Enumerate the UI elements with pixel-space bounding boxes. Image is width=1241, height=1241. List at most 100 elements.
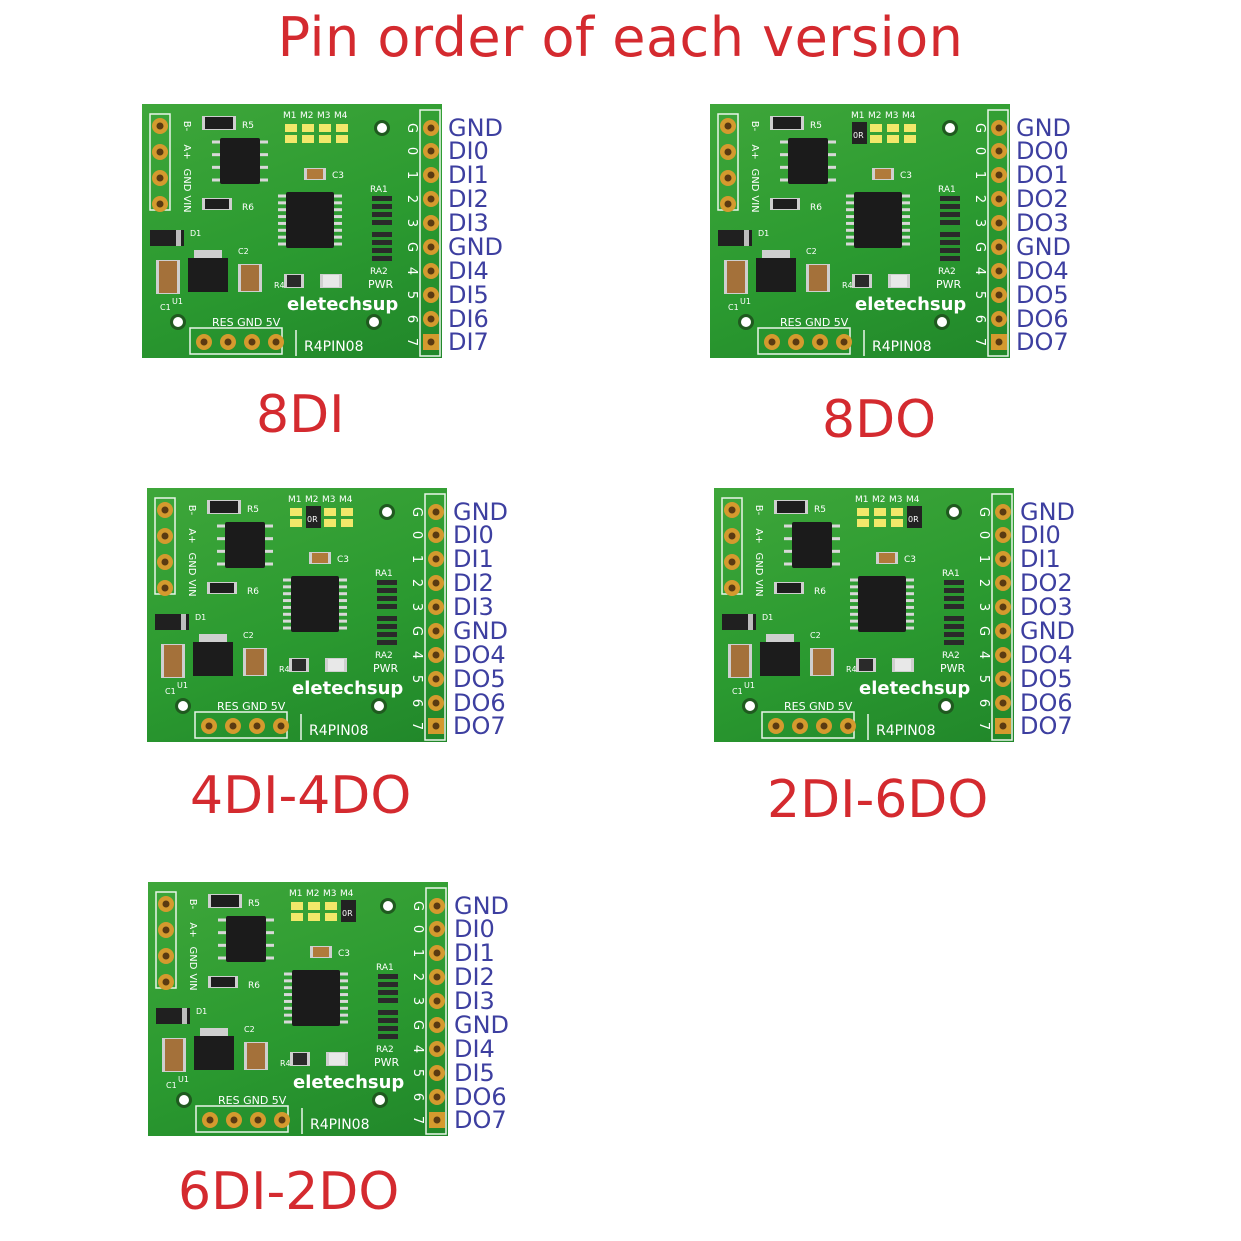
bottom-header-label: RES GND 5V [780, 316, 849, 329]
ldr-label: M2 [868, 111, 882, 121]
zero-ohm-resistor [306, 506, 321, 528]
resistor-array [944, 632, 964, 637]
brand-label: eletechsup [859, 678, 970, 699]
zero-ohm-label: 0R [908, 515, 919, 524]
mcu-chip [286, 192, 334, 248]
pin-label: DO5 [1016, 281, 1069, 309]
rs485-chip [226, 916, 266, 962]
resistor-array [944, 596, 964, 601]
resistor-array [378, 1018, 398, 1023]
left-header-label: B- [186, 505, 197, 516]
left-header-label: A+ [181, 144, 192, 159]
pin-label: DI4 [448, 257, 489, 285]
label-u1: U1 [178, 1075, 189, 1084]
pin-label: DO2 [1020, 569, 1073, 597]
right-pin-number: 7 [972, 338, 987, 346]
pin-label: GND [453, 617, 509, 645]
diode-d1 [156, 1008, 190, 1024]
ldr-pad [291, 902, 303, 910]
ldr-pad [325, 902, 337, 910]
right-pin-number: G [409, 626, 424, 636]
pin-label: DO7 [1016, 328, 1069, 356]
zero-ohm-resistor [907, 506, 922, 528]
left-header-label: GND [749, 169, 760, 192]
resistor-array [377, 604, 397, 609]
left-header-label: VIN [186, 579, 197, 596]
pin-label: DI1 [453, 545, 494, 573]
label-c1: C1 [160, 303, 171, 312]
right-pin-number: 1 [409, 555, 424, 563]
ldr-pad [857, 508, 869, 516]
ldr-label: M2 [300, 111, 314, 121]
pin-label: DI2 [448, 185, 489, 213]
label-ra2: RA2 [370, 267, 388, 277]
right-pin-number: 5 [976, 675, 991, 683]
variant-label: 4DI-4DO [190, 766, 412, 826]
pin-label: DO4 [1016, 257, 1069, 285]
label-c3: C3 [332, 171, 344, 181]
variant-label: 6DI-2DO [178, 1162, 400, 1222]
resistor-array [940, 204, 960, 209]
regulator-u1 [756, 258, 796, 292]
pin-label: DO1 [1016, 161, 1069, 189]
pin-label: DO2 [1016, 185, 1069, 213]
right-pin-number: 1 [976, 555, 991, 563]
label-u1: U1 [740, 297, 751, 306]
ldr-pad [891, 508, 903, 516]
bottom-header-label: RES GND 5V [784, 700, 853, 713]
label-d1: D1 [196, 1007, 207, 1016]
right-pin-number: 3 [972, 219, 987, 227]
label-ra1: RA1 [376, 963, 394, 973]
ldr-pad [285, 124, 297, 132]
ldr-pad [887, 124, 899, 132]
resistor-array [377, 596, 397, 601]
resistor-array [378, 1010, 398, 1015]
pin-label: DI3 [453, 593, 494, 621]
label-r6: R6 [814, 587, 826, 597]
label-r5: R5 [248, 899, 260, 909]
right-pin-number: 4 [972, 267, 987, 275]
pin-label: DO6 [1016, 305, 1069, 333]
pin-label: DO7 [1020, 712, 1073, 740]
rs485-chip [220, 138, 260, 184]
rs485-chip [792, 522, 832, 568]
label-c2: C2 [243, 631, 254, 640]
pwr-label: PWR [936, 278, 962, 291]
label-c2: C2 [810, 631, 821, 640]
pin-label: GND [454, 1011, 510, 1039]
right-pin-number: 5 [410, 1069, 425, 1077]
ldr-label: M4 [902, 111, 916, 121]
right-pin-number: 4 [410, 1045, 425, 1053]
pin-label: DO3 [1020, 593, 1073, 621]
label-c1: C1 [166, 1081, 177, 1090]
variant-label: 8DO [822, 390, 937, 450]
left-header-label: VIN [187, 973, 198, 990]
right-pin-number: 0 [976, 531, 991, 539]
resistor-array [372, 240, 392, 245]
pwr-label: PWR [940, 662, 966, 675]
right-pin-number: G [976, 507, 991, 517]
zero-ohm-resistor [852, 122, 867, 144]
left-header-label: A+ [186, 528, 197, 543]
pin-label: DI6 [448, 305, 489, 333]
pin-label: DO0 [1016, 137, 1069, 165]
ldr-pad [324, 508, 336, 516]
rs485-chip [225, 522, 265, 568]
left-header-label: A+ [187, 922, 198, 937]
ldr-label: M1 [283, 111, 297, 121]
ldr-pad [874, 508, 886, 516]
pin-label: DI1 [1020, 545, 1061, 573]
ldr-pad [336, 124, 348, 132]
resistor-array [378, 974, 398, 979]
resistor-array [372, 220, 392, 225]
resistor-array [940, 248, 960, 253]
label-ra1: RA1 [370, 185, 388, 195]
label-r5: R5 [810, 121, 822, 131]
regulator-u1 [193, 642, 233, 676]
resistor-array [372, 204, 392, 209]
label-c1: C1 [728, 303, 739, 312]
